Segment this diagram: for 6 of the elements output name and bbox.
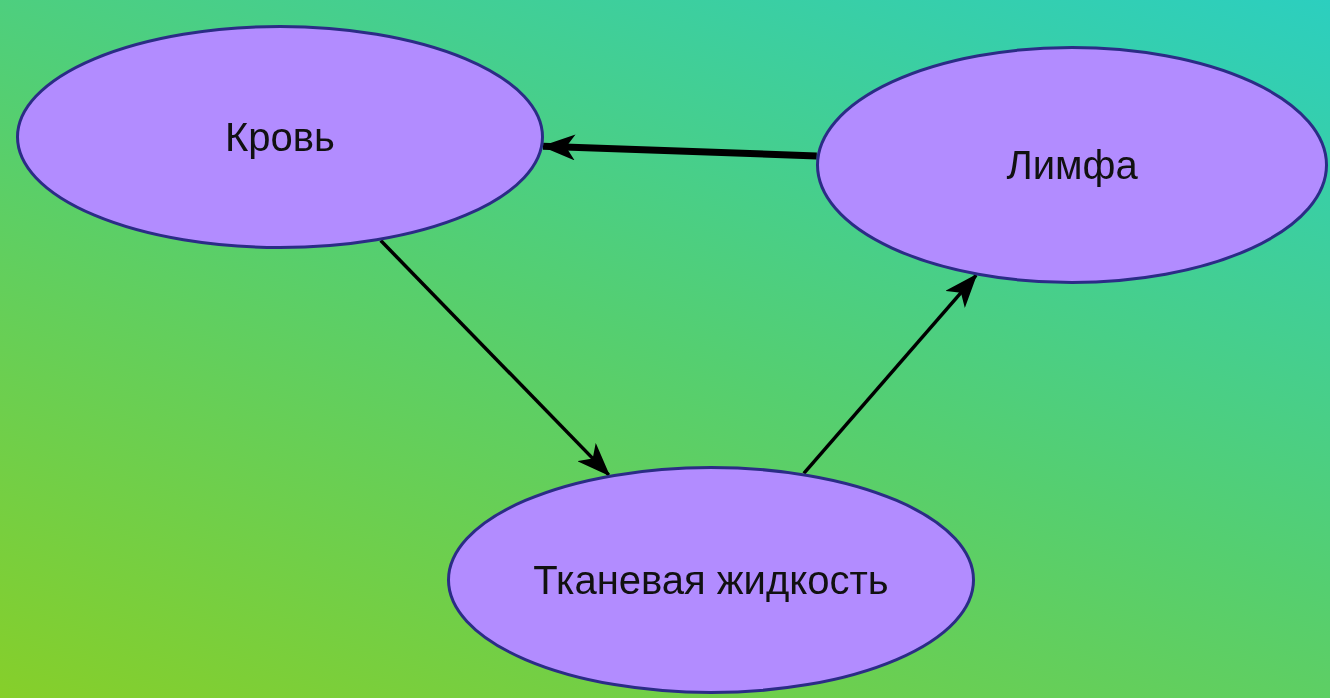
node-label: Лимфа <box>1006 142 1138 189</box>
node-label: Тканевая жидкость <box>533 557 889 604</box>
arrow <box>379 239 611 477</box>
node-label: Кровь <box>225 114 335 161</box>
arrow <box>802 273 978 475</box>
arrow <box>541 134 817 161</box>
